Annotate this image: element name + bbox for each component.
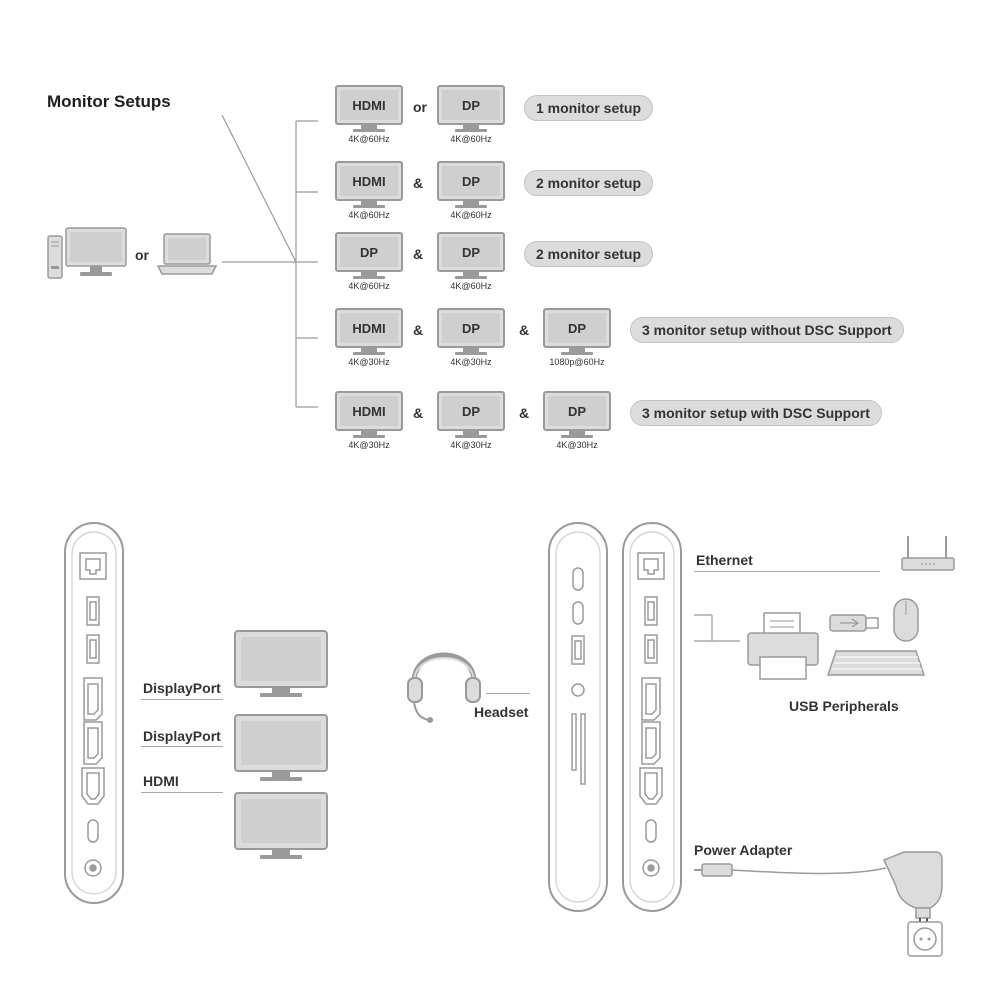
power-port-icon [642, 859, 660, 877]
connector-text: & [519, 405, 530, 421]
setup-pill: 2 monitor setup [524, 241, 654, 267]
headset-icon [407, 652, 481, 723]
usb-peripherals-label: USB Peripherals [789, 698, 899, 714]
wall-adapter-icon [882, 851, 943, 926]
setup-tree-lines [221, 115, 318, 408]
monitor-resolution: 4K@60Hz [348, 281, 390, 291]
desktop-monitor-icon [65, 227, 127, 276]
displayport-port-icon [83, 677, 103, 721]
usb-c-port-icon [572, 567, 584, 591]
usb-link-lines [694, 614, 740, 642]
monitor-label: DP [442, 90, 500, 120]
sd-card-slot-icon [571, 713, 586, 785]
wall-socket-icon [907, 921, 943, 957]
setup-pill: 1 monitor setup [524, 95, 654, 121]
monitor-label: DP [548, 313, 606, 343]
monitor-label: DP [442, 166, 500, 196]
usb-peripherals-group [694, 598, 926, 680]
power-adapter-label: Power Adapter [694, 842, 793, 858]
monitor-label: DP [548, 396, 606, 426]
displayport-port-icon [641, 677, 661, 721]
displayport-label: DisplayPort [143, 680, 221, 696]
hdmi-port-icon [639, 767, 663, 805]
printer-icon [747, 612, 819, 680]
connector-text: or [413, 99, 427, 115]
monitor-resolution: 4K@30Hz [450, 357, 492, 367]
label-underline [694, 571, 880, 572]
ethernet-port-icon [79, 552, 107, 580]
usb-c-port-icon [645, 819, 657, 843]
dc-plug-icon [694, 863, 733, 877]
connector-text: & [413, 175, 424, 191]
ethernet-port-icon [637, 552, 665, 580]
monitor-resolution: 4K@60Hz [348, 210, 390, 220]
power-port-icon [84, 859, 102, 877]
hdmi-port-icon [81, 767, 105, 805]
monitor-resolution: 4K@60Hz [450, 281, 492, 291]
monitor-resolution: 4K@60Hz [450, 134, 492, 144]
monitor-icon [234, 630, 328, 697]
setup-pill: 3 monitor setup with DSC Support [630, 400, 882, 426]
monitor-resolution: 4K@60Hz [450, 210, 492, 220]
monitor-label: DP [340, 237, 398, 267]
monitor-resolution: 1080p@60Hz [549, 357, 605, 367]
usb-a-port-icon [644, 596, 658, 626]
monitor-label: DP [442, 237, 500, 267]
label-underline [141, 746, 223, 747]
usb-a-port-icon [644, 634, 658, 664]
ethernet-label: Ethernet [696, 552, 753, 568]
keyboard-icon [826, 650, 926, 676]
usb-flash-drive-icon [829, 614, 879, 632]
usb-a-port-icon [86, 596, 100, 626]
monitor-resolution: 4K@30Hz [556, 440, 598, 450]
desktop-tower-icon [47, 235, 63, 279]
monitor-resolution: 4K@30Hz [348, 440, 390, 450]
page-title: Monitor Setups [47, 92, 171, 111]
usb-a-port-icon [571, 635, 585, 665]
monitor-icon [234, 792, 328, 859]
displayport-port-icon [83, 721, 103, 765]
label-underline [141, 792, 223, 793]
monitor-label: HDMI [340, 90, 398, 120]
laptop-icon [156, 233, 218, 275]
setup-pill: 2 monitor setup [524, 170, 654, 196]
monitor-label: HDMI [340, 313, 398, 343]
displayport-port-icon [641, 721, 661, 765]
connector-text: & [413, 322, 424, 338]
source-or-text: or [135, 247, 149, 263]
external-monitors [234, 630, 328, 859]
label-underline [486, 693, 530, 694]
connector-text: & [413, 246, 424, 262]
monitor-resolution: 4K@30Hz [450, 440, 492, 450]
dock-side-network-ports [622, 522, 682, 912]
power-adapter-icon [694, 851, 943, 957]
dock-side-audio-ports [548, 522, 608, 912]
usb-c-port-icon [572, 601, 584, 625]
monitor-label: DP [442, 396, 500, 426]
monitor-resolution: 4K@30Hz [348, 357, 390, 367]
monitor-label: DP [442, 313, 500, 343]
monitor-label: HDMI [340, 396, 398, 426]
usb-a-port-icon [86, 634, 100, 664]
monitor-resolution: 4K@60Hz [348, 134, 390, 144]
source-devices [47, 227, 218, 279]
router-icon [901, 536, 955, 571]
monitor-label: HDMI [340, 166, 398, 196]
label-underline [141, 699, 223, 700]
connector-text: & [413, 405, 424, 421]
headset-label: Headset [474, 704, 529, 720]
mouse-icon [893, 598, 919, 642]
connector-text: & [519, 322, 530, 338]
displayport-label: DisplayPort [143, 728, 221, 744]
setup-pill: 3 monitor setup without DSC Support [630, 317, 904, 343]
monitor-icon [234, 714, 328, 781]
hdmi-label: HDMI [143, 773, 179, 789]
audio-jack-icon [571, 683, 585, 697]
usb-c-port-icon [87, 819, 99, 843]
dock-side-video-ports [64, 522, 124, 904]
